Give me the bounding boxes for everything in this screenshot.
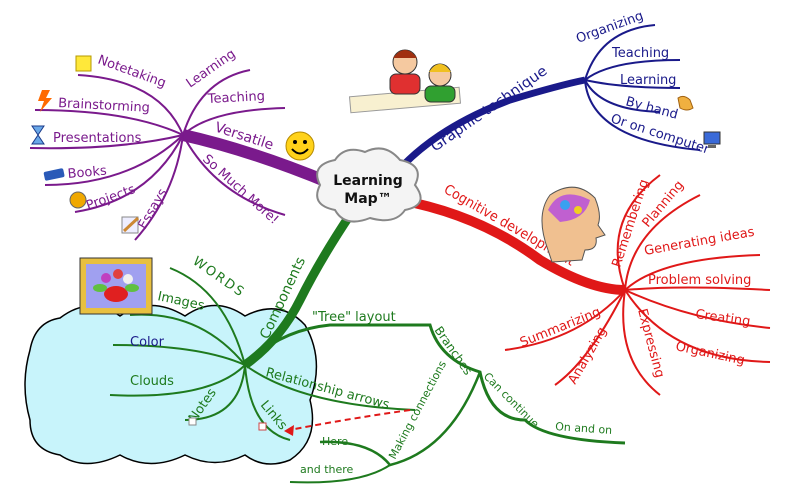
label-making-connections: Making connections: [386, 358, 449, 461]
book-icon: [43, 168, 65, 181]
label-and-there: and there: [300, 463, 354, 476]
puzzle-icon: [69, 191, 87, 209]
graphic-branches: [387, 24, 701, 183]
smiley-icon: [285, 131, 315, 161]
center-line2: Map™: [344, 191, 391, 207]
note-icon: [188, 417, 197, 426]
label-tree-layout: "Tree" layout: [312, 310, 396, 325]
label-brainstorming: Brainstorming: [58, 96, 150, 116]
versatile-branches: [29, 69, 333, 241]
label-organizing-r: Organizing: [674, 339, 746, 368]
label-projects: Projects: [84, 182, 138, 214]
label-creating: Creating: [694, 307, 751, 330]
label-presentations: Presentations: [53, 131, 142, 146]
cognitive-branches: [399, 174, 771, 396]
label-problem-solving: Problem solving: [648, 273, 751, 288]
label-color: Color: [130, 335, 165, 350]
label-generating-ideas: Generating ideas: [643, 225, 756, 259]
label-essays: Essays: [135, 186, 170, 232]
central-cloud: Learning Map™: [316, 147, 422, 223]
arrow-head: [284, 425, 294, 436]
label-on-and-on: On and on: [555, 420, 613, 437]
lightning-icon: [38, 90, 52, 112]
center-line1: Learning: [333, 173, 403, 189]
label-teaching: Teaching: [206, 89, 265, 107]
label-words: WORDS: [190, 254, 248, 301]
hand-icon: [677, 95, 694, 111]
component-cloud: [24, 304, 318, 465]
computer-icon: [703, 131, 721, 148]
label-books: Books: [67, 164, 108, 182]
label-teaching-b: Teaching: [611, 46, 669, 61]
link-icon: [258, 422, 267, 431]
label-here: Here: [322, 435, 348, 448]
flower-picture-image: [79, 257, 153, 315]
label-learning: Learning: [184, 47, 239, 92]
label-clouds: Clouds: [130, 374, 174, 389]
brain-head-image: [541, 186, 606, 263]
hourglass-icon: [31, 125, 45, 145]
label-analyzing: Analyzing: [565, 325, 610, 387]
relationship-arrow: [289, 409, 411, 431]
pencil-icon: [121, 216, 140, 234]
people-drawing-image: [348, 49, 462, 114]
label-expressing: Expressing: [634, 307, 667, 379]
sticky-note-icon: [75, 55, 92, 72]
label-learning-b: Learning: [620, 73, 676, 88]
